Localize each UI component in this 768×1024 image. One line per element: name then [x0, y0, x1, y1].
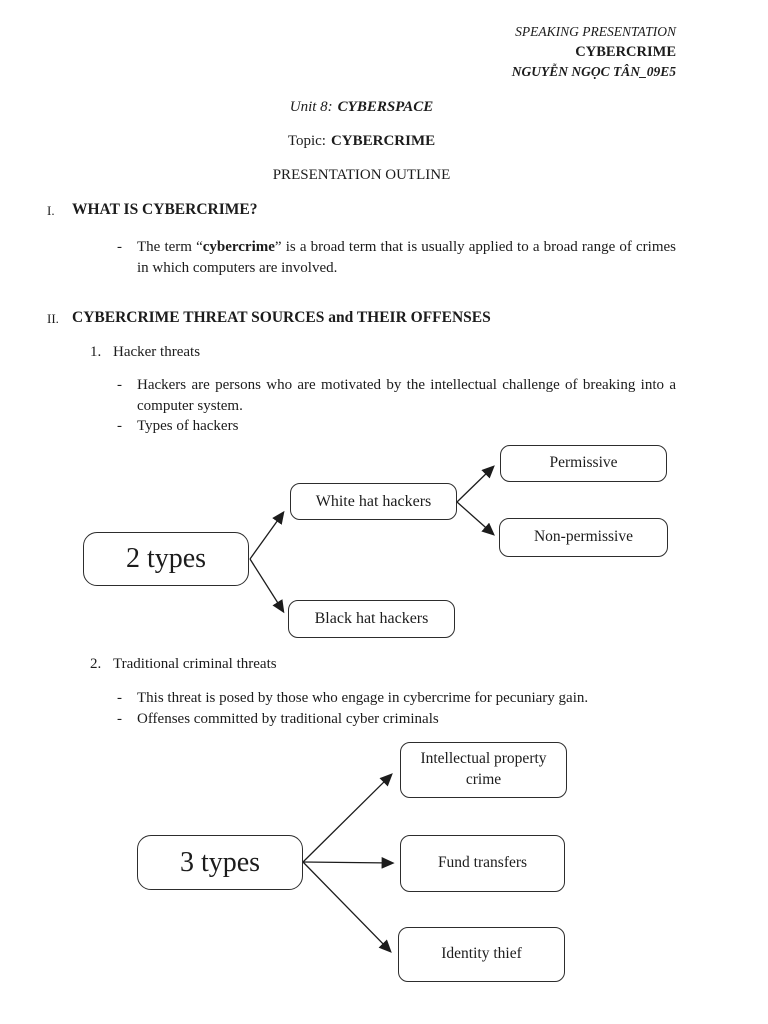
item-2-number: 2. [90, 656, 102, 672]
hacker-bullet-2: - Types of hackers [117, 416, 676, 437]
bullet-text-post: ” is a broad term that is usually applie… [137, 239, 676, 276]
box-2-types: 2 types [83, 532, 249, 586]
section-1-heading: I. WHAT IS CYBERCRIME? [47, 201, 676, 219]
bullet-text: Types of hackers [137, 418, 239, 434]
section-2-heading: II. CYBERCRIME THREAT SOURCES and THEIR … [47, 309, 676, 327]
arrow-connectors [249, 465, 495, 614]
header-subject: CYBERCRIME [575, 44, 676, 60]
topic-line: Topic:CYBERCRIME [47, 133, 676, 150]
box-non-permissive: Non-permissive [499, 518, 668, 557]
topic-label: Topic: [287, 133, 326, 149]
bullet-dash: - [117, 418, 122, 434]
criminal-bullet-2: - Offenses committed by traditional cybe… [117, 709, 676, 730]
document-header: SPEAKING PRESENTATION CYBERCRIME NGUYỄN … [512, 22, 676, 82]
section-1-title: WHAT IS CYBERCRIME? [72, 201, 258, 218]
section-1-bullet: - The term “cybercrime” is a broad term … [117, 237, 676, 279]
criminal-bullet-1: - This threat is posed by those who enga… [117, 688, 676, 709]
box-fund-transfers: Fund transfers [400, 835, 565, 892]
outline-title: PRESENTATION OUTLINE [272, 167, 451, 183]
section-2-title: CYBERCRIME THREAT SOURCES and THEIR OFFE… [72, 309, 491, 326]
section-1-numeral: I. [47, 203, 55, 218]
bullet-text: The term “cybercrime” is a broad term th… [137, 237, 676, 279]
unit-label: Unit 8: [289, 99, 333, 115]
bullet-text: Offenses committed by traditional cyber … [137, 711, 439, 727]
item-2-traditional-criminal-threats: 2. Traditional criminal threats [90, 656, 676, 673]
bullet-text-bold: cybercrime [202, 239, 275, 255]
hackers-diagram: 2 types White hat hackers Black hat hack… [0, 440, 768, 650]
box-intellectual-property-crime: Intellectual property crime [400, 742, 567, 798]
topic-value: CYBERCRIME [330, 133, 436, 149]
bullet-text-pre: The term “ [137, 239, 203, 255]
box-white-hat-hackers: White hat hackers [290, 483, 457, 520]
hacker-bullet-1: - Hackers are persons who are motivated … [117, 375, 676, 417]
criminal-diagram: 3 types Intellectual property crime Fund… [0, 735, 768, 995]
header-presentation-type: SPEAKING PRESENTATION [515, 24, 676, 39]
section-2-numeral: II. [47, 311, 59, 326]
unit-value: CYBERSPACE [337, 99, 434, 115]
bullet-text: Hackers are persons who are motivated by… [137, 377, 676, 414]
item-1-label: Hacker threats [113, 344, 201, 360]
bullet-dash: - [117, 690, 122, 706]
bullet-dash: - [117, 377, 122, 393]
box-black-hat-hackers: Black hat hackers [288, 600, 455, 638]
unit-line: Unit 8:CYBERSPACE [47, 99, 676, 116]
item-1-number: 1. [90, 344, 102, 360]
bullet-dash: - [117, 711, 122, 727]
bullet-text: This threat is posed by those who engage… [137, 690, 589, 706]
item-2-label: Traditional criminal threats [113, 656, 277, 672]
box-3-types: 3 types [137, 835, 303, 890]
box-identity-thief: Identity thief [398, 927, 565, 982]
bullet-dash: - [117, 239, 122, 255]
box-permissive: Permissive [500, 445, 667, 482]
item-1-hacker-threats: 1. Hacker threats [90, 344, 676, 361]
header-author: NGUYỄN NGỌC TÂN_09E5 [511, 64, 676, 79]
arrow-connectors [302, 773, 395, 953]
